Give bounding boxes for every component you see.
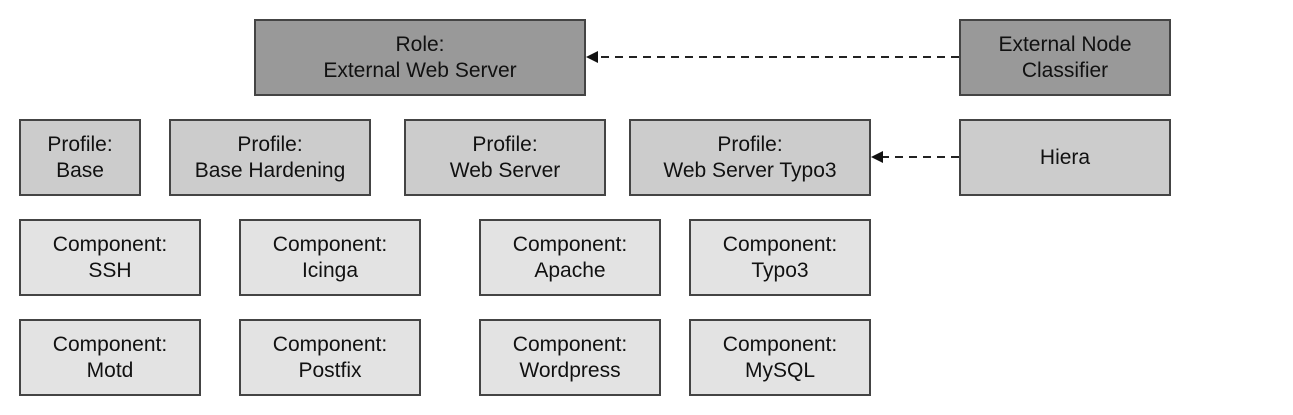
component-label: Component: bbox=[272, 232, 388, 256]
component-label: Component: bbox=[52, 232, 168, 256]
component-postfix-node: Component: Postfix bbox=[239, 319, 421, 396]
component-label: Component: bbox=[272, 332, 388, 356]
profile-label: Profile: bbox=[717, 132, 783, 156]
component-wordpress-node: Component: Wordpress bbox=[479, 319, 661, 396]
arrowhead-role bbox=[586, 51, 598, 63]
component-name: Motd bbox=[86, 358, 134, 382]
component-icinga-node: Component: Icinga bbox=[239, 219, 421, 296]
component-name: Wordpress bbox=[519, 358, 621, 382]
profile-web-server-node: Profile: Web Server bbox=[404, 119, 606, 196]
role-name: External Web Server bbox=[323, 58, 517, 82]
component-mysql-node: Component: MySQL bbox=[689, 319, 871, 396]
component-name: Icinga bbox=[301, 258, 359, 282]
component-ssh-node: Component: SSH bbox=[19, 219, 201, 296]
component-name: Postfix bbox=[298, 358, 362, 382]
profile-name: Web Server bbox=[449, 158, 561, 182]
component-name: SSH bbox=[88, 258, 132, 282]
component-apache-node: Component: Apache bbox=[479, 219, 661, 296]
component-label: Component: bbox=[722, 332, 838, 356]
enc-line1: External Node bbox=[998, 32, 1132, 56]
role-external-web-server-node: Role: External Web Server bbox=[254, 19, 586, 96]
profile-label: Profile: bbox=[472, 132, 538, 156]
profile-web-server-typo3-node: Profile: Web Server Typo3 bbox=[629, 119, 871, 196]
hiera-label: Hiera bbox=[1039, 145, 1091, 169]
profile-name: Web Server Typo3 bbox=[663, 158, 837, 182]
profile-base-node: Profile: Base bbox=[19, 119, 141, 196]
component-label: Component: bbox=[52, 332, 168, 356]
component-name: Apache bbox=[534, 258, 606, 282]
component-motd-node: Component: Motd bbox=[19, 319, 201, 396]
profile-name: Base bbox=[56, 158, 104, 182]
external-node-classifier-node: External Node Classifier bbox=[959, 19, 1171, 96]
component-label: Component: bbox=[722, 232, 838, 256]
profile-label: Profile: bbox=[237, 132, 303, 156]
hiera-node: Hiera bbox=[959, 119, 1171, 196]
component-typo3-node: Component: Typo3 bbox=[689, 219, 871, 296]
role-label: Role: bbox=[395, 32, 445, 56]
component-name: MySQL bbox=[744, 358, 815, 382]
enc-line2: Classifier bbox=[1021, 58, 1109, 82]
component-name: Typo3 bbox=[751, 258, 809, 282]
component-label: Component: bbox=[512, 332, 628, 356]
profile-label: Profile: bbox=[47, 132, 113, 156]
component-label: Component: bbox=[512, 232, 628, 256]
profile-name: Base Hardening bbox=[194, 158, 346, 182]
arrowhead-profile-typo3 bbox=[871, 151, 883, 163]
profile-base-hardening-node: Profile: Base Hardening bbox=[169, 119, 371, 196]
